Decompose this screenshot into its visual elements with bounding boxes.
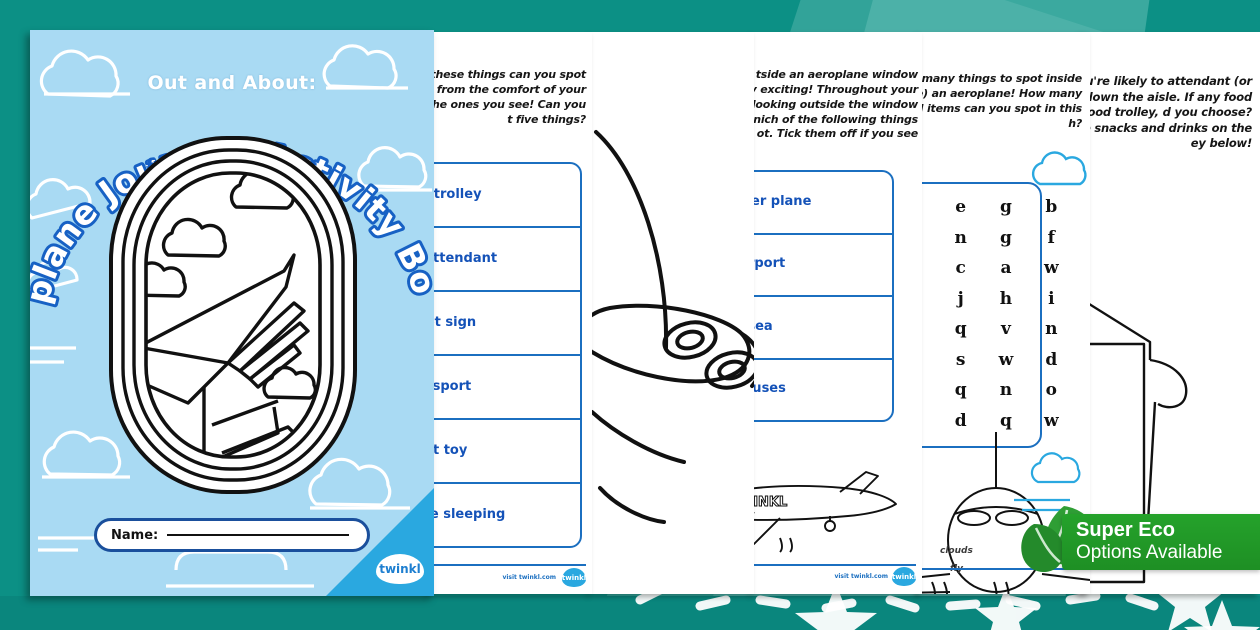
checklist-label: soft toy — [428, 442, 468, 458]
booklet-cover[interactable]: Out and About: Aeroplane Journey Activit… — [30, 30, 434, 596]
checklist-label: someone sleeping — [428, 506, 506, 522]
checklist-label: sea — [752, 318, 773, 334]
letter-cell: h — [999, 288, 1013, 309]
letter-cell: i — [1048, 288, 1055, 309]
twinkl-logo-cover: twinkl — [376, 554, 424, 584]
name-label: Name: — [111, 527, 159, 543]
letter-cell: w — [1044, 258, 1059, 279]
letter-cell: a — [1000, 258, 1012, 279]
letter-cell: c — [955, 258, 966, 279]
letter-cell: e — [955, 197, 967, 218]
letter-cell: f — [1047, 227, 1055, 248]
letter-cell: q — [954, 319, 967, 340]
checklist-row[interactable]: houses — [752, 360, 892, 421]
letter-cell: o — [1045, 380, 1057, 401]
checklist-row[interactable]: toilet sign — [428, 292, 580, 356]
page-outside-window[interactable]: tside an aeroplane window y exciting! Th… — [752, 32, 922, 594]
checklist-row[interactable]: sea — [752, 297, 892, 360]
checklist-row[interactable]: flight attendant — [428, 228, 580, 292]
checklist-label: food trolley — [428, 186, 482, 202]
aeroplane-outline-colouring — [590, 130, 754, 524]
page5-intro: ne aeroplane, you're likely to attendant… — [1080, 74, 1252, 151]
letter-cell: s — [955, 349, 966, 370]
page3-footer-rule — [752, 564, 916, 566]
twinkl-logo-page3: twinkl — [892, 567, 916, 586]
letter-cell: j — [957, 288, 964, 309]
letter-cell: q — [1000, 410, 1012, 431]
checklist-row[interactable]: someone sleeping — [428, 484, 580, 546]
twinkl-logo-page1: twinkl — [562, 568, 586, 587]
letter-grid-box — [918, 182, 1042, 448]
page-colouring-aeroplane[interactable] — [590, 32, 754, 594]
letter-cell: n — [1045, 319, 1058, 340]
page3-checklist-box: another plane airport sea houses — [752, 170, 894, 422]
letter-cell: b — [1045, 197, 1058, 218]
aeroplane-window-illustration — [109, 136, 357, 494]
eco-badge-line1: Super Eco — [1076, 519, 1175, 541]
page-letter-spotting[interactable]: o many things to spot inside le) an aero… — [918, 32, 1090, 594]
checklist-row[interactable]: another plane — [752, 172, 892, 235]
checklist-label: houses — [752, 381, 786, 397]
checklist-label: flight attendant — [428, 250, 498, 266]
background-bottom-strip — [0, 596, 1260, 630]
cloud-outline-icon — [1031, 151, 1087, 186]
page3-footer-url: visit twinkl.com — [834, 573, 888, 580]
page4-footer-rule — [918, 568, 1082, 570]
letter-cell: w — [998, 349, 1014, 370]
letter-cell: q — [954, 380, 967, 401]
name-field[interactable]: Name: — [94, 518, 370, 552]
letter-cell: g — [1000, 227, 1012, 248]
cover-eyebrow: Out and About: — [147, 72, 317, 94]
page4-intro: o many things to spot inside le) an aero… — [918, 72, 1082, 130]
page1-footer-rule — [428, 564, 586, 566]
page1-footer-url: visit twinkl.com — [502, 574, 556, 581]
cover-cloud-decorations — [30, 44, 432, 588]
letter-cell: w — [1044, 410, 1059, 431]
page-inside-spotting[interactable]: of these things can you spot lane from t… — [428, 32, 592, 594]
checklist-label: toilet sign — [428, 314, 477, 330]
checklist-row[interactable]: soft toy — [428, 420, 580, 484]
letter-cell: d — [1045, 349, 1058, 370]
svg-text:TWINKL: TWINKL — [752, 495, 787, 510]
page3-intro: tside an aeroplane window y exciting! Th… — [752, 68, 918, 141]
page-food-trolley[interactable]: ne aeroplane, you're likely to attendant… — [1080, 32, 1260, 594]
checklist-label: airport — [752, 256, 786, 272]
word-label-clouds: clouds — [940, 546, 973, 556]
page1-checklist-box: food trolley flight attendant toilet sign p… — [428, 162, 582, 548]
letter-cell: n — [954, 227, 967, 248]
eco-badge-line2: Options Available — [1076, 542, 1223, 563]
page1-intro: of these things can you spot lane from t… — [428, 68, 586, 126]
checklist-label: another plane — [752, 193, 812, 209]
checklist-row[interactable]: food trolley — [428, 164, 580, 228]
letter-cell: n — [999, 380, 1013, 401]
checklist-label: passport — [428, 378, 472, 394]
aeroplane-side-colouring: TWINKL — [752, 471, 897, 553]
letter-cell: v — [1001, 319, 1011, 340]
checklist-row[interactable]: airport — [752, 235, 892, 297]
letter-cell: g — [1000, 197, 1012, 218]
super-eco-badge[interactable]: Super Eco Options Available — [1062, 514, 1260, 570]
letter-cell: d — [954, 410, 967, 431]
checklist-row[interactable]: passport — [428, 356, 580, 420]
name-write-line[interactable] — [167, 534, 349, 536]
